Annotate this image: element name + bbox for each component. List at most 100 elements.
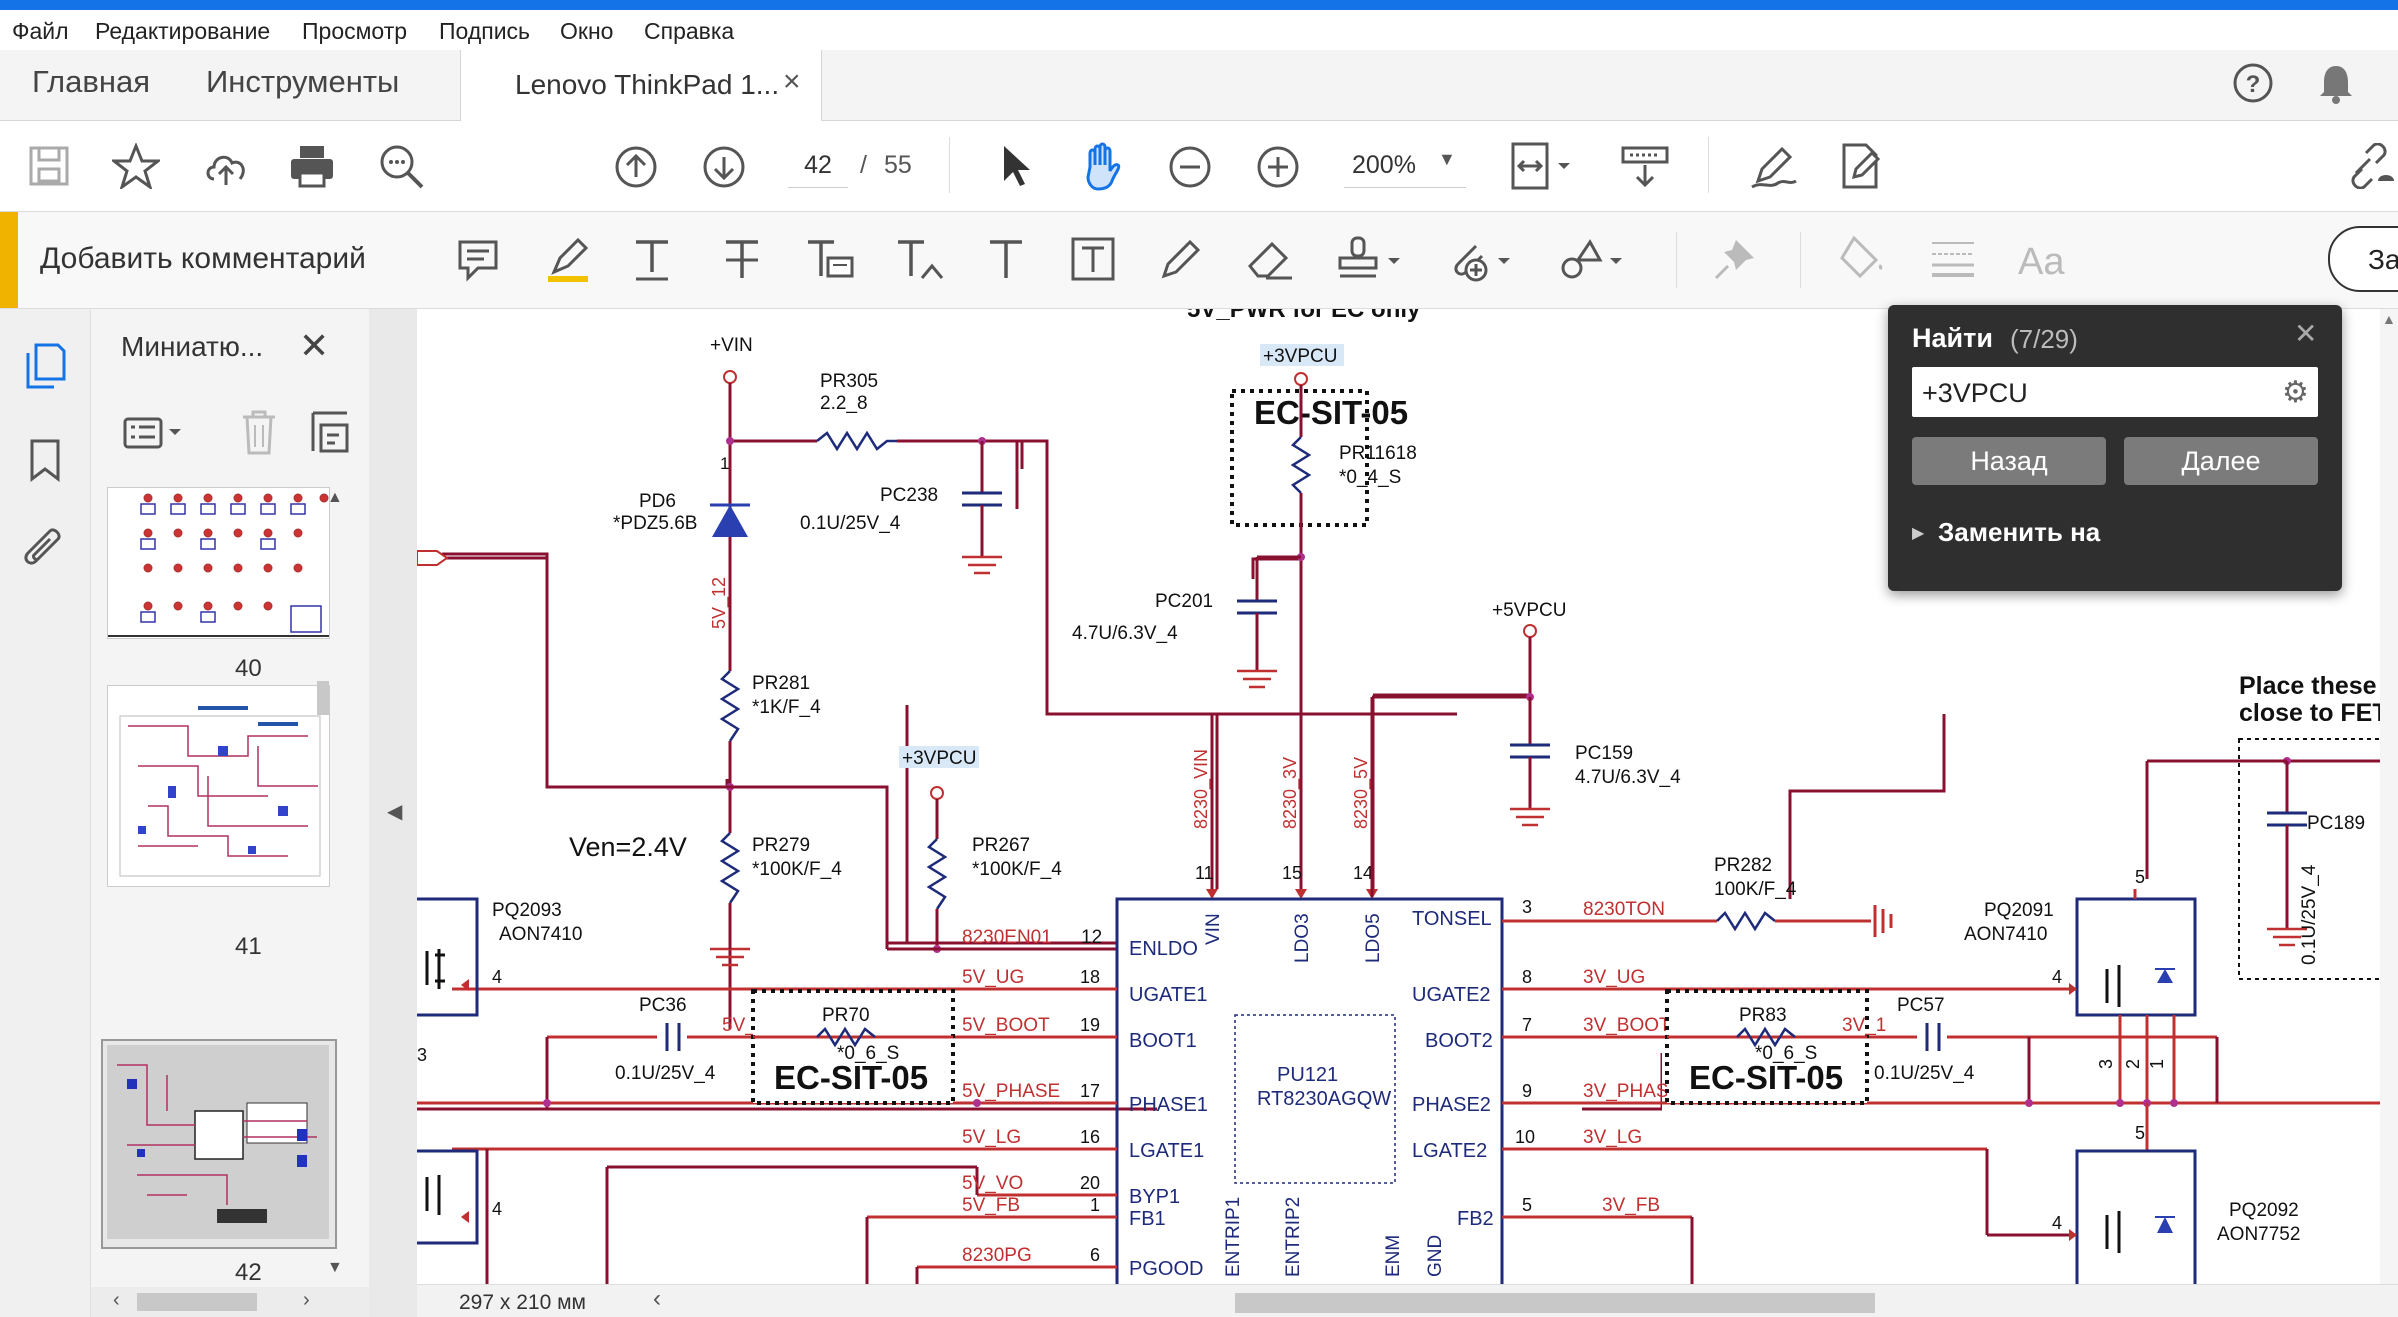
close-panel-icon[interactable]: ✕ (299, 325, 330, 366)
share-link-icon[interactable] (2348, 143, 2398, 189)
find-next-button[interactable]: Далее (2124, 437, 2318, 485)
panel-collapse-strip[interactable]: ◀ (369, 309, 417, 1317)
underline-text-icon[interactable] (632, 238, 672, 282)
svg-text:5V_BOOT: 5V_BOOT (962, 1015, 1050, 1036)
find-prev-button[interactable]: Назад (1912, 437, 2106, 485)
svg-text:5V_UG: 5V_UG (962, 967, 1024, 988)
highlight-pen-icon[interactable] (544, 236, 592, 284)
thumbnail-page-42[interactable] (101, 1039, 337, 1249)
hscroll-left-icon[interactable]: ‹ (653, 1285, 661, 1312)
label-pr305-value: 2.2_8 (820, 393, 868, 414)
thumbnail-hscroll-thumb[interactable] (137, 1293, 257, 1311)
svg-text:0.1U/25V_4: 0.1U/25V_4 (2299, 864, 2320, 965)
sticky-note-icon[interactable] (456, 238, 500, 282)
label-pr281-value: *1K/F_4 (752, 697, 821, 718)
replace-text-icon[interactable] (804, 238, 856, 282)
thumbnail-hscroll[interactable]: ‹ › (91, 1287, 369, 1317)
label-pc238-value: 0.1U/25V_4 (800, 513, 901, 534)
strikethrough-text-icon[interactable] (722, 238, 762, 282)
zoom-out-icon[interactable] (1168, 145, 1212, 189)
close-find-icon[interactable]: ✕ (2294, 318, 2318, 349)
scroll-right-icon[interactable]: › (303, 1289, 310, 1311)
fill-color-icon[interactable] (1838, 234, 1890, 282)
bookmark-star-icon[interactable] (112, 143, 160, 189)
bookmarks-icon[interactable] (28, 437, 62, 483)
doc-scroll-up-icon[interactable]: ▲ (2382, 311, 2396, 327)
tab-document[interactable]: Lenovo ThinkPad 1... × (460, 50, 822, 121)
doc-vscroll[interactable]: ▲ (2380, 309, 2398, 1284)
menu-edit[interactable]: Редактирование (95, 18, 271, 44)
tab-tools[interactable]: Инструменты (206, 64, 400, 99)
save-icon[interactable] (28, 145, 70, 187)
menu-sign[interactable]: Подпись (439, 18, 531, 44)
menu-window[interactable]: Окно (560, 18, 614, 44)
svg-text:1: 1 (1090, 1195, 1100, 1215)
svg-text:?: ? (2246, 71, 2261, 98)
label-pr267: PR267 (972, 835, 1030, 856)
pencil-icon[interactable] (1158, 236, 1204, 282)
page-layout-icon[interactable] (309, 409, 351, 455)
svg-text:3: 3 (417, 1045, 427, 1065)
svg-text:3V_BOOT: 3V_BOOT (1583, 1015, 1671, 1036)
font-size-icon[interactable]: Aa (2016, 238, 2070, 282)
svg-text:3V_PHASE: 3V_PHASE (1583, 1081, 1681, 1102)
zoom-select[interactable]: 200% ▼ (1344, 143, 1466, 188)
svg-text:*0_6_S: *0_6_S (1755, 1043, 1817, 1064)
window-accent-bar (0, 0, 2398, 10)
menu-file[interactable]: Файл (12, 18, 69, 44)
tab-home[interactable]: Главная (32, 64, 150, 99)
delete-page-icon[interactable] (239, 409, 279, 455)
doc-hscroll-thumb[interactable] (1235, 1293, 1875, 1313)
line-weight-icon[interactable] (1930, 238, 1976, 278)
text-box-icon[interactable] (1070, 236, 1116, 282)
insert-text-icon[interactable] (894, 238, 946, 282)
cloud-upload-icon[interactable] (202, 145, 250, 189)
svg-text:LGATE2: LGATE2 (1412, 1140, 1487, 1162)
sign-pen-icon[interactable] (1748, 141, 1798, 191)
page-number-input[interactable]: 42 (788, 143, 848, 188)
scroll-mode-icon[interactable] (1620, 145, 1670, 191)
select-cursor-icon[interactable] (998, 143, 1034, 189)
eraser-icon[interactable] (1246, 236, 1296, 282)
label-pr267-value: *100K/F_4 (972, 859, 1062, 880)
print-icon[interactable] (288, 143, 336, 189)
chevron-right-icon[interactable]: ▶ (1912, 525, 1925, 542)
scroll-left-icon[interactable]: ‹ (113, 1289, 120, 1311)
shapes-icon[interactable] (1558, 234, 1630, 284)
menu-view[interactable]: Просмотр (302, 18, 408, 44)
gear-icon[interactable]: ⚙ (2282, 376, 2309, 409)
page-fit-icon[interactable] (1510, 141, 1574, 193)
stamp-icon[interactable] (1336, 234, 1408, 284)
menu-help[interactable]: Справка (644, 18, 735, 44)
thumbnail-scrollbar-thumb[interactable] (317, 681, 329, 715)
svg-text:PR282: PR282 (1714, 855, 1772, 876)
thumbnail-options-icon[interactable] (121, 413, 187, 453)
help-icon[interactable]: ? (2232, 62, 2274, 104)
page-up-icon[interactable] (614, 145, 658, 189)
collapse-left-icon[interactable]: ◀ (387, 801, 403, 823)
page-thumbnails-icon[interactable] (24, 341, 68, 391)
scroll-down-arrow-icon[interactable]: ▼ (327, 1259, 343, 1276)
attach-file-icon[interactable] (1446, 234, 1518, 284)
zoom-in-icon[interactable] (1256, 145, 1300, 189)
thumbnail-page-40[interactable] (107, 487, 330, 639)
doc-status-bar: 297 x 210 мм ‹ (417, 1284, 2398, 1317)
svg-text:7: 7 (1522, 1015, 1532, 1035)
scroll-up-arrow-icon[interactable]: ▲ (327, 489, 343, 506)
thumbnail-page-41[interactable] (107, 685, 330, 887)
svg-text:8: 8 (1522, 967, 1532, 987)
pin-icon[interactable] (1712, 236, 1758, 282)
attachments-icon[interactable] (22, 527, 66, 575)
replace-with-toggle[interactable]: Заменить на (1938, 517, 2101, 547)
find-search-input[interactable]: +3VPCU ⚙ (1912, 367, 2318, 417)
hand-tool-icon[interactable] (1078, 141, 1128, 191)
tab-close-icon[interactable]: × (783, 65, 801, 98)
zoom-search-icon[interactable] (378, 143, 426, 191)
label-pc201: PC201 (1155, 591, 1213, 612)
svg-text:TONSEL: TONSEL (1412, 908, 1492, 930)
page-down-icon[interactable] (702, 145, 746, 189)
add-text-icon[interactable] (986, 238, 1026, 282)
bell-icon[interactable] (2316, 62, 2356, 104)
edit-pdf-icon[interactable] (1836, 141, 1886, 191)
close-comment-button[interactable]: За (2328, 226, 2398, 292)
